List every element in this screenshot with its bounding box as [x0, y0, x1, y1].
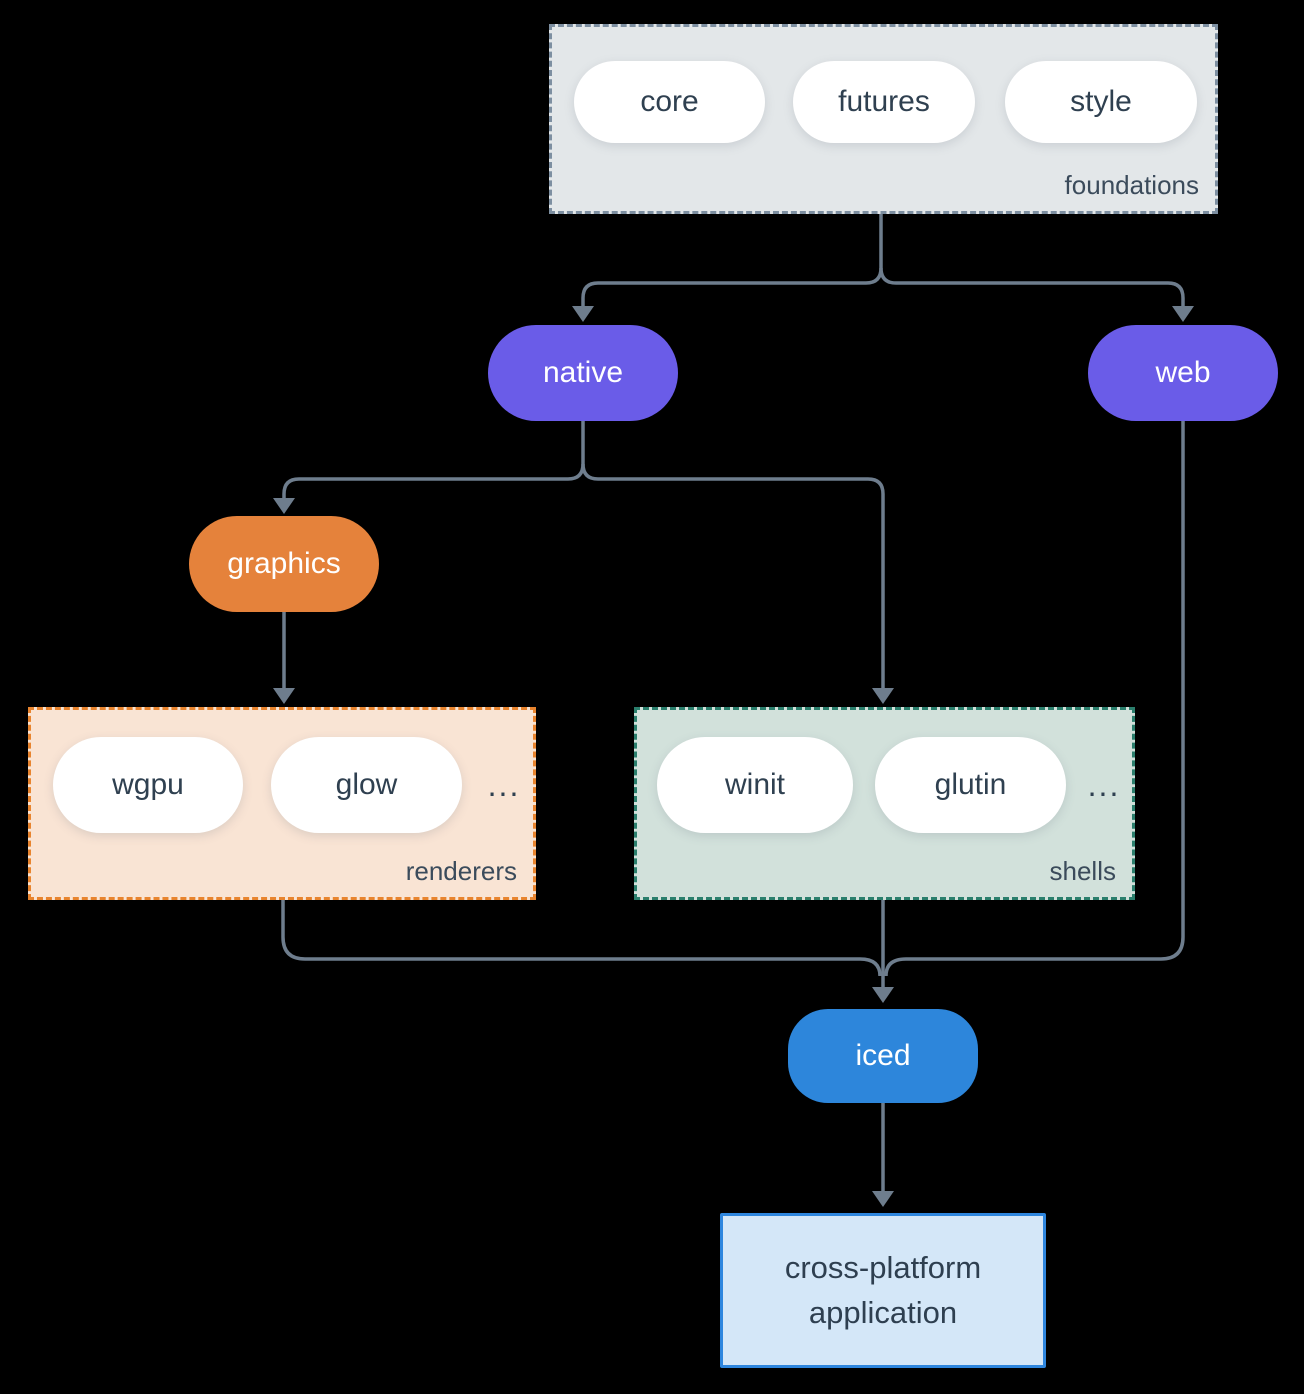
pill-glutin-label: glutin — [934, 768, 1007, 801]
edge-renderers-iced — [281, 900, 882, 977]
pill-futures-label: futures — [838, 85, 930, 118]
pill-glow: glow — [271, 737, 462, 833]
application-label-line1: cross-platform — [784, 1249, 982, 1285]
group-shells-label: shells — [1049, 856, 1116, 886]
edge-native-shells — [581, 463, 885, 690]
group-renderers-label: renderers — [405, 856, 517, 886]
pill-core: core — [574, 61, 765, 143]
arrowhead-shells — [872, 688, 894, 704]
pill-futures: futures — [793, 61, 975, 143]
node-graphics-label: graphics — [227, 547, 341, 580]
pill-wgpu: wgpu — [53, 737, 243, 833]
node-native: native — [488, 325, 678, 421]
application-label-line2: application — [808, 1294, 958, 1330]
edge-web-iced — [884, 421, 1185, 977]
node-web-label: web — [1155, 356, 1211, 389]
node-iced: iced — [788, 1009, 978, 1103]
node-web: web — [1088, 325, 1278, 421]
pill-wgpu-label: wgpu — [112, 768, 184, 801]
pill-winit: winit — [657, 737, 853, 833]
pill-style: style — [1005, 61, 1197, 143]
edge-foundations-native — [581, 214, 883, 308]
node-native-label: native — [542, 356, 624, 389]
pill-glutin: glutin — [875, 737, 1066, 833]
arrowhead-graphics — [273, 498, 295, 514]
node-application: cross-platform application — [720, 1213, 1046, 1368]
group-foundations: core futures style foundations — [549, 24, 1218, 214]
group-renderers: wgpu glow ... renderers — [28, 707, 536, 900]
edge-native-graphics — [282, 421, 585, 500]
arrowhead-web — [1172, 306, 1194, 322]
arrowhead-renderers — [273, 688, 295, 704]
pill-style-label: style — [1070, 85, 1132, 118]
group-foundations-label: foundations — [1064, 170, 1199, 200]
edge-foundations-web — [879, 267, 1185, 308]
pill-winit-label: winit — [724, 768, 785, 801]
node-graphics: graphics — [189, 516, 379, 612]
renderers-ellipsis: ... — [487, 766, 521, 803]
arrowhead-iced — [872, 987, 894, 1003]
node-iced-label: iced — [855, 1039, 911, 1072]
pill-glow-label: glow — [335, 768, 398, 801]
arrowhead-application — [872, 1191, 894, 1207]
arrowhead-native — [572, 306, 594, 322]
pill-core-label: core — [640, 85, 699, 118]
group-shells: winit glutin ... shells — [634, 707, 1135, 900]
shells-ellipsis: ... — [1087, 766, 1121, 803]
